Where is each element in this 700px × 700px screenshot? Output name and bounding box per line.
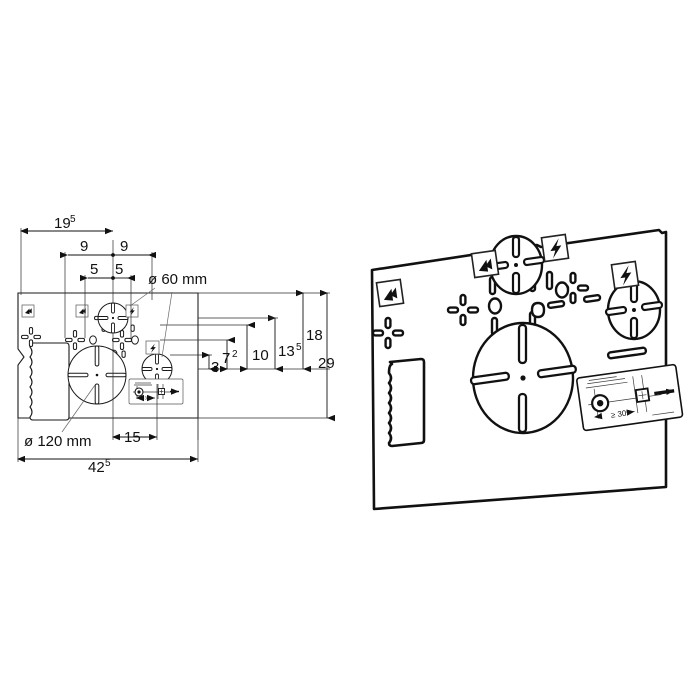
front-elevation-view: ≥ 30 bbox=[17, 214, 335, 476]
dimension-10: 10 bbox=[240, 321, 269, 373]
icon-electric-front-2 bbox=[145, 340, 160, 355]
dimension-value: 9 bbox=[120, 238, 128, 255]
slot-mark bbox=[582, 294, 602, 303]
callout-120mm-text: ø 120 mm bbox=[24, 433, 92, 450]
dimension-superscript: 5 bbox=[296, 342, 302, 353]
icon-electric-3d-1 bbox=[540, 233, 570, 263]
dimension-value: 5 bbox=[90, 261, 98, 278]
slot-mark bbox=[545, 270, 554, 291]
icon-water-hand-3d-1 bbox=[375, 278, 405, 308]
cross-marker-group-3d bbox=[371, 270, 648, 360]
icon-water-hand-front-2 bbox=[75, 304, 89, 318]
dimension-19-5: 19 5 bbox=[20, 214, 113, 235]
cable-opening-3d bbox=[387, 357, 426, 448]
info-label-front: ≥ 30 bbox=[128, 378, 184, 405]
dimension-superscript: 5 bbox=[70, 214, 76, 225]
pilot-hole bbox=[554, 281, 570, 299]
dimension-value: 5 bbox=[115, 261, 123, 278]
dimension-value: 10 bbox=[252, 347, 269, 364]
dimension-value: 18 bbox=[306, 327, 323, 344]
hole-60mm-right-3d bbox=[604, 279, 664, 341]
dimension-superscript: 5 bbox=[105, 458, 111, 469]
dimension-superscript: 2 bbox=[232, 349, 238, 360]
hole-120mm-3d bbox=[469, 321, 577, 435]
perspective-view: ≥ 30 bbox=[370, 228, 684, 511]
dimension-7-2: 7 2 bbox=[220, 336, 238, 373]
hole-120mm-front bbox=[67, 345, 127, 405]
info-clearance-text-3d: ≥ 30 bbox=[610, 409, 627, 420]
hole-60mm-upper-front bbox=[97, 302, 129, 334]
callout-60mm-text: ø 60 mm bbox=[148, 271, 207, 288]
slot-mark bbox=[606, 346, 648, 360]
slot-mark bbox=[546, 300, 566, 309]
drop-hole bbox=[530, 301, 546, 319]
cable-opening-front bbox=[29, 342, 70, 421]
slot-mark bbox=[121, 350, 126, 358]
info-clearance-text: ≥ 30 bbox=[141, 396, 150, 401]
dimension-3: 3 bbox=[202, 351, 219, 376]
dimension-value: 42 bbox=[88, 459, 105, 476]
dimension-value: 3 bbox=[211, 359, 219, 376]
pilot-hole bbox=[89, 335, 97, 345]
icon-water-hand-front-1 bbox=[21, 304, 35, 318]
dimension-value: 9 bbox=[80, 238, 88, 255]
dimension-5-pair: 5 5 bbox=[80, 261, 135, 282]
pilot-hole bbox=[131, 335, 139, 345]
slot-mark bbox=[130, 324, 135, 332]
dimension-29: 29 bbox=[318, 289, 335, 422]
callout-120mm: ø 120 mm bbox=[24, 384, 96, 450]
icon-water-hand-3d-2 bbox=[470, 249, 500, 279]
dimension-value: 29 bbox=[318, 355, 335, 372]
dimension-value: 15 bbox=[124, 429, 141, 446]
dimension-9-pair: 9 9 bbox=[60, 238, 156, 259]
dimension-value: 7 bbox=[222, 350, 230, 367]
info-label-3d: ≥ 30 bbox=[576, 363, 684, 432]
pilot-hole bbox=[487, 297, 503, 315]
dimension-value: 19 bbox=[54, 215, 71, 232]
icon-electric-front-1 bbox=[125, 304, 139, 318]
icon-electric-3d-2 bbox=[610, 260, 640, 290]
dimension-value: 13 bbox=[278, 343, 295, 360]
dimension-18: 18 bbox=[296, 289, 323, 373]
extension-lines-front bbox=[17, 228, 199, 462]
direction-arrow bbox=[654, 388, 675, 396]
dimension-15: 15 bbox=[112, 429, 157, 446]
callout-60mm: ø 60 mm bbox=[129, 271, 207, 358]
dimension-42-5: 42 5 bbox=[17, 455, 198, 476]
